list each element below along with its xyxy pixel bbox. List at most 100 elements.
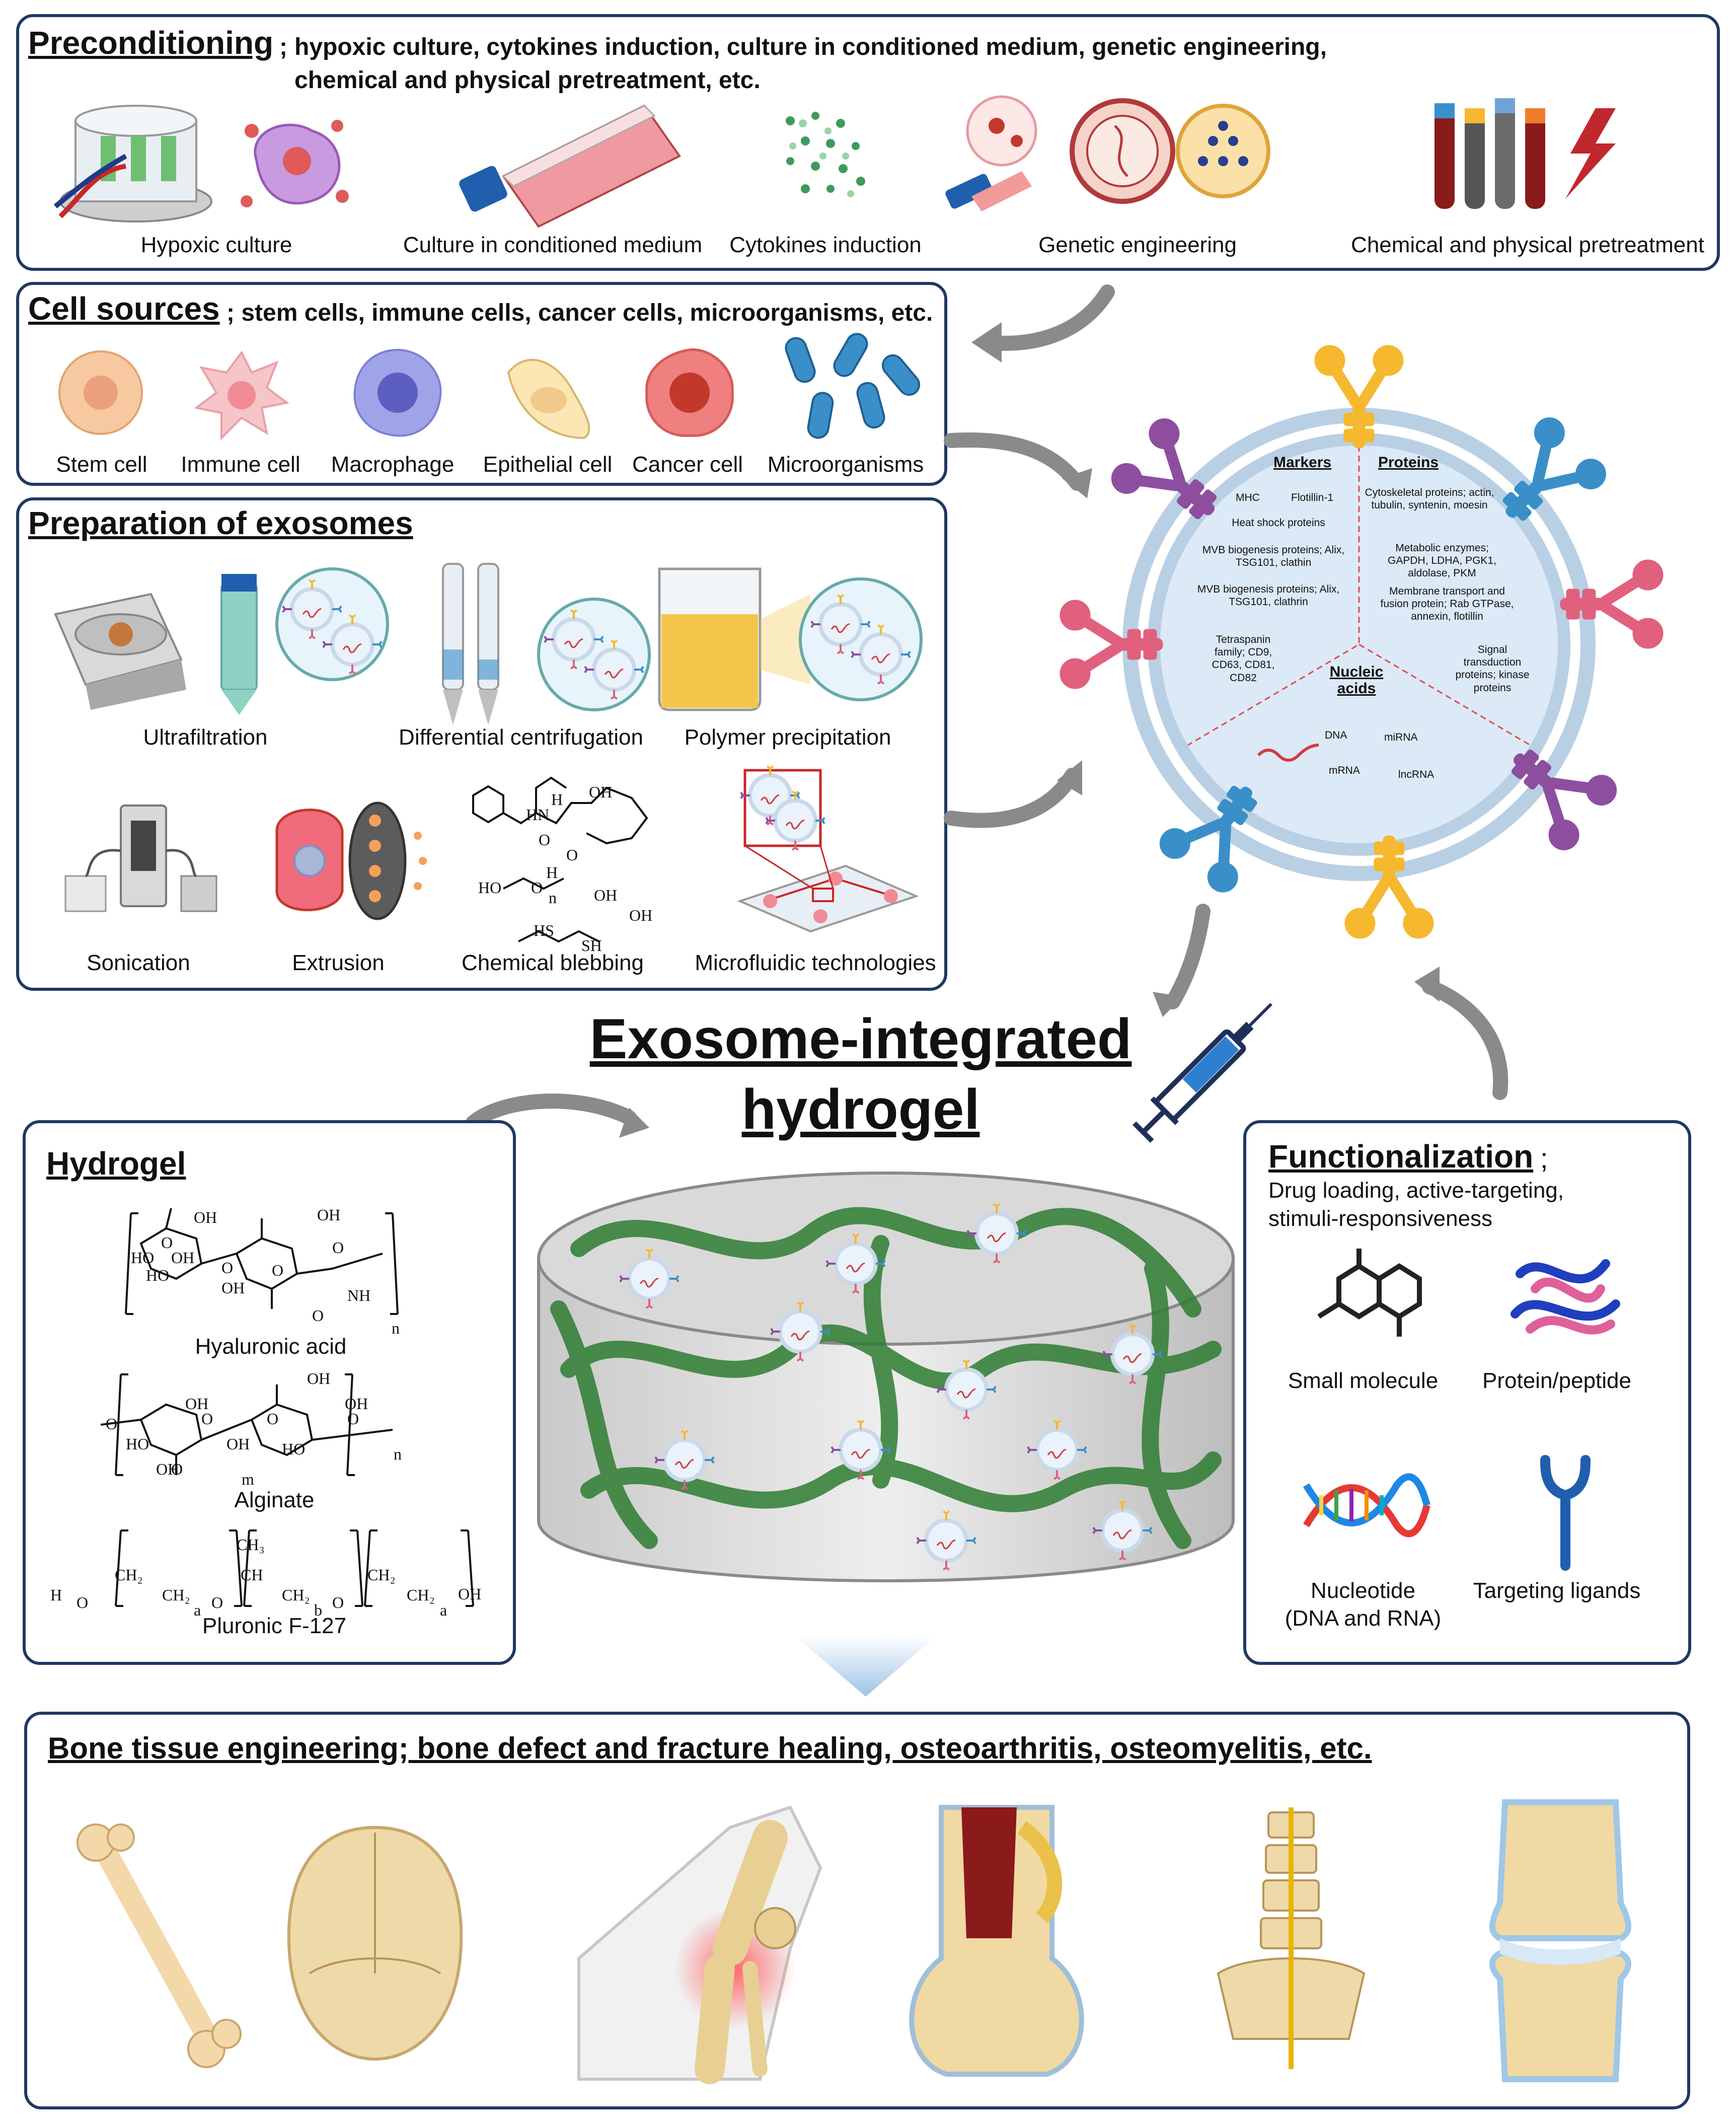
nucleic-mrna: mRNA [1329, 765, 1360, 776]
down-arrow [795, 1636, 936, 1697]
bone-title: Bone tissue engineering; bone defect and… [48, 1731, 1372, 1765]
pl-chem-3: CH₂ [162, 1586, 190, 1604]
preconditioning-separator: ; [279, 34, 287, 60]
func-label-targeting: Targeting ligands [1473, 1578, 1641, 1603]
exosome-nucleic-heading: Nucleic acids [1329, 664, 1384, 697]
nucleic-dna: DNA [1325, 729, 1347, 741]
hypoxic-chamber-illustration [53, 105, 212, 223]
alg-chem-8: OH [345, 1395, 368, 1413]
marker-mvb-1: MVB biogenesis proteins; Alix, TSG101, c… [1202, 544, 1345, 569]
cell-label-stem: Stem cell [56, 452, 147, 477]
chem-label-5: HS [534, 921, 554, 939]
protein-metabolic: Metabolic enzymes; GAPDH, LDHA, PGK1, al… [1388, 542, 1496, 579]
immune-cell-icon [194, 350, 289, 441]
prep-label-chemical-blebbing: Chemical blebbing [462, 950, 644, 975]
protein-membrane: Membrane transport and fusion protein; R… [1380, 586, 1514, 623]
pl-chem-7: CH [241, 1566, 263, 1584]
precond-label-hypoxic: Hypoxic culture [140, 233, 292, 257]
protein-signal: Signal transduction proteins; kinase pro… [1455, 644, 1530, 694]
femur-icon [77, 1823, 242, 2068]
preconditioning-subtitle-line1: hypoxic culture, cytokines induction, cu… [294, 34, 1327, 60]
microorganisms-icon [785, 333, 921, 439]
cytokines-illustration [786, 112, 865, 197]
marker-tetraspanin: Tetraspanin family; CD9, CD63, CD81, CD8… [1212, 634, 1275, 684]
alg-chem-1: O [201, 1410, 213, 1428]
cell-sources-title: Cell sources [28, 290, 220, 327]
chem-label-4: OH [594, 886, 618, 904]
microfluidic-illustration [737, 765, 919, 933]
alg-chem-4: OH [307, 1369, 331, 1387]
polymer-precipitation-illustration [658, 567, 923, 711]
bone-panel [24, 1712, 1690, 2109]
pl-chem-13: a [440, 1601, 447, 1619]
nucleic-lncrna: lncRNA [1398, 769, 1435, 780]
sonication-illustration [64, 804, 217, 912]
functionalization-separator: ; [1540, 1142, 1548, 1174]
functionalization-title: Functionalization [1268, 1138, 1534, 1175]
pluronic-structure [115, 1529, 474, 1607]
chem-label-0: HO [478, 879, 502, 897]
func-label-protein: Protein/peptide [1482, 1368, 1631, 1393]
preparation-title: Preparation of exosomes [28, 505, 413, 541]
ha-chem-10: NH [347, 1286, 371, 1304]
pl-chem-1: O [77, 1593, 89, 1612]
epithelial-cell-icon [507, 358, 590, 440]
chem-label-7: OH [629, 906, 653, 924]
pl-chem-4: a [194, 1601, 201, 1619]
marker-flotillin: Flotillin-1 [1291, 492, 1334, 503]
differential-centrifugation-illustration [442, 563, 651, 725]
functionalization-subtitle-line2: stimuli-responsiveness [1268, 1206, 1493, 1231]
ha-chem-0: OH [194, 1208, 217, 1226]
ha-chem-3: HO [131, 1249, 155, 1267]
ha-chem-6: HO [146, 1266, 170, 1284]
chem-label-9: O [539, 831, 551, 849]
precond-label-conditioned-medium: Culture in conditioned medium [403, 233, 703, 257]
small-molecule-icon [1317, 1249, 1422, 1337]
chem-label-3: n [549, 889, 557, 907]
joint-icon [1489, 1799, 1631, 2082]
pl-chem-11: CH₂ [367, 1566, 396, 1584]
ha-chem-4: O [221, 1259, 234, 1277]
chem-label-11: O [566, 846, 578, 864]
preconditioning-title: Preconditioning [28, 25, 274, 61]
chem-label-6: SH [581, 936, 602, 955]
ha-chem-11: O [312, 1306, 324, 1325]
protein-peptide-icon [1511, 1259, 1620, 1335]
protein-cytoskeletal: Cytoskeletal proteins; actin, tubulin, s… [1365, 487, 1494, 511]
hydrogel-title: Hydrogel [46, 1145, 186, 1182]
pl-chem-9: b [314, 1601, 322, 1619]
cell-label-immune: Immune cell [181, 452, 300, 477]
ha-chem-2: OH [171, 1249, 195, 1267]
exosome-proteins-heading: Proteins [1378, 454, 1439, 471]
pl-chem-10: O [332, 1593, 344, 1612]
pl-chem-14: OH [458, 1585, 482, 1603]
ha-chem-9: OH [317, 1206, 341, 1224]
prep-label-ultrafiltration: Ultrafiltration [143, 725, 268, 750]
prep-label-differential: Differential centrifugation [399, 725, 643, 750]
nucleic-mirna: miRNA [1384, 731, 1418, 743]
pl-chem-12: CH₂ [407, 1586, 435, 1604]
alg-chem-2: OH [227, 1435, 250, 1453]
alg-chem-12: n [394, 1445, 402, 1463]
ha-chem-8: O [332, 1238, 344, 1257]
cell-label-epithelial: Epithelial cell [483, 452, 613, 477]
chem-label-8: HN [526, 806, 550, 824]
marker-mvb-2: MVB biogenesis proteins; Alix, TSG101, c… [1197, 583, 1340, 608]
marker-mhc: MHC [1236, 492, 1260, 503]
ha-chem-1: O [161, 1233, 173, 1252]
alg-chem-9: O [171, 1460, 183, 1478]
skull-icon [287, 1825, 463, 2061]
hyaluronic-acid-structure [125, 1208, 399, 1315]
prep-label-polymer: Polymer precipitation [684, 725, 891, 750]
center-title-line1: Exosome-integrated [589, 1007, 1132, 1070]
cell-sources-panel [16, 282, 947, 486]
alg-chem-10: OH [156, 1460, 180, 1478]
pl-chem-6: CH₃ [237, 1535, 265, 1554]
functionalization-subtitle-line1: Drug loading, active-targeting, [1268, 1178, 1564, 1203]
culture-flask-illustration [459, 104, 681, 228]
alg-chem-11: m [242, 1470, 254, 1488]
chem-label-2: O [531, 879, 543, 897]
precond-label-genetic: Genetic engineering [1038, 233, 1237, 257]
exosome-diagram [997, 282, 1721, 1012]
